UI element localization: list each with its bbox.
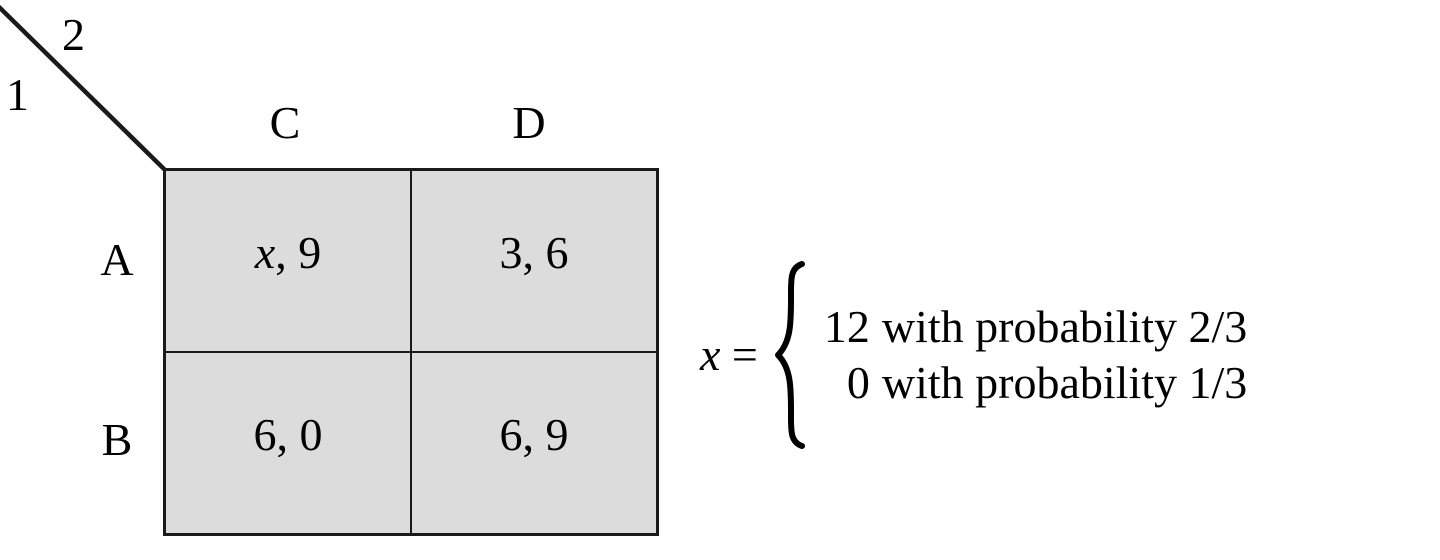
- case-value: 0: [846, 357, 870, 408]
- definition-variable: x: [700, 329, 721, 380]
- table-row: x, 9 3, 6: [163, 168, 659, 353]
- payoff-cell-text: x, 9: [166, 230, 410, 276]
- case-description: with probability 1/3: [881, 357, 1248, 408]
- player-2-label: 2: [62, 9, 85, 60]
- payoff-row-value: 3: [499, 227, 523, 278]
- table-row: 6, 0 6, 9: [163, 351, 659, 536]
- payoff-cell-text: 3, 6: [412, 230, 656, 276]
- payoff-col-value: 9: [545, 409, 569, 460]
- case-value: 12: [823, 300, 870, 352]
- payoff-cell-a-c: x, 9: [163, 168, 412, 353]
- column-header-d: D: [512, 97, 546, 148]
- column-header-c: C: [269, 97, 301, 148]
- payoff-separator: ,: [276, 409, 300, 460]
- payoff-separator: ,: [275, 227, 299, 278]
- equals-sign: =: [731, 329, 758, 380]
- case-description: with probability 2/3: [881, 300, 1248, 352]
- payoff-row-value: x: [254, 227, 276, 278]
- payoff-cell-a-d: 3, 6: [410, 168, 659, 353]
- payoff-row-value: 6: [253, 409, 277, 460]
- payoff-col-value: 6: [545, 227, 569, 278]
- payoff-cell-text: 6, 0: [166, 412, 410, 458]
- payoff-col-value: 0: [299, 409, 323, 460]
- payoff-cell-text: 6, 9: [412, 412, 656, 458]
- player-diagonal-line: [0, 4, 167, 172]
- payoff-separator: ,: [522, 409, 546, 460]
- payoff-cell-b-c: 6, 0: [163, 351, 412, 536]
- row-header-b: B: [101, 414, 133, 465]
- payoff-row-value: 6: [499, 409, 523, 460]
- left-curly-brace-icon: [768, 260, 810, 450]
- payoff-matrix: x, 9 3, 6 6, 0 6, 9: [163, 168, 659, 536]
- row-header-a: A: [100, 234, 134, 285]
- player-1-label: 1: [6, 69, 29, 120]
- payoff-cell-b-d: 6, 9: [410, 351, 659, 536]
- payoff-separator: ,: [522, 227, 546, 278]
- payoff-col-value: 9: [298, 227, 322, 278]
- definition-lhs: x =: [700, 332, 768, 378]
